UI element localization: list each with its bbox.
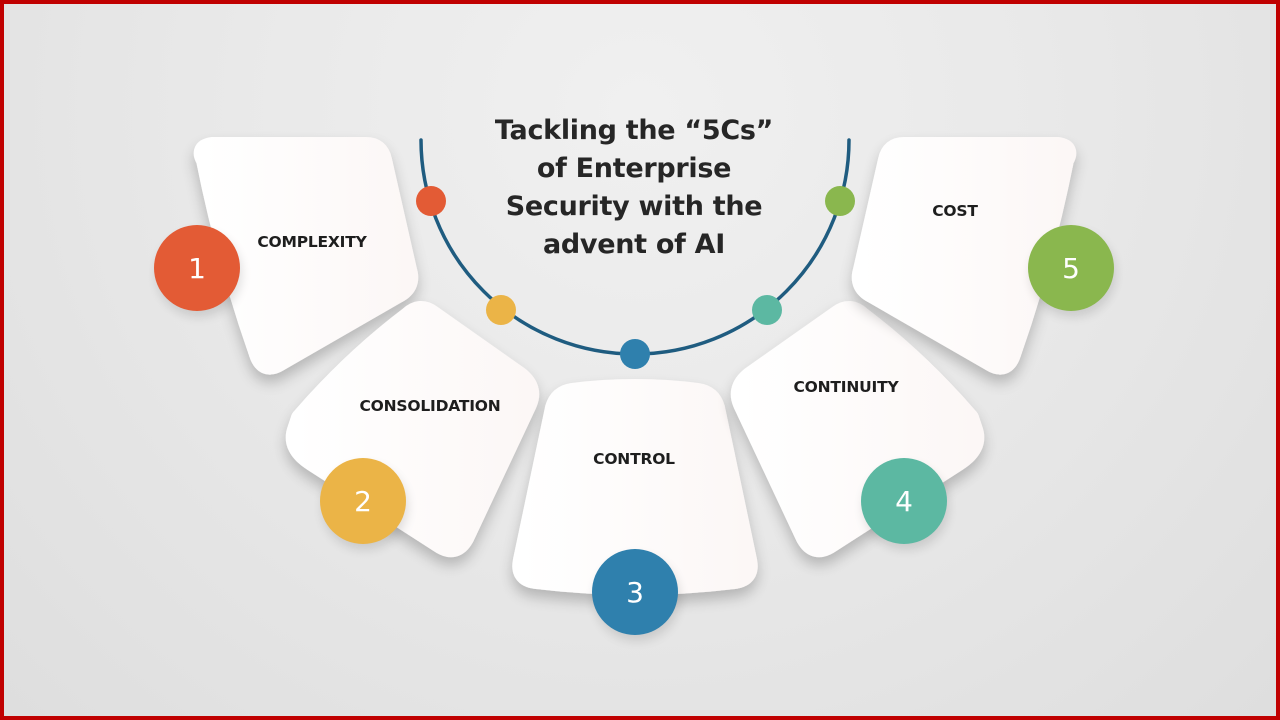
title-line: Tackling the “5Cs” xyxy=(494,115,774,146)
item-label-complexity: COMPLEXITY xyxy=(257,233,367,251)
item-label-cost: COST xyxy=(932,202,978,220)
number-badge-1: 1 xyxy=(154,225,240,311)
number-badge-3: 3 xyxy=(592,549,678,635)
number-badge-2: 2 xyxy=(320,458,406,544)
diagram-title: Tackling the “5Cs” of Enterprise Securit… xyxy=(459,112,809,264)
title-line: advent of AI xyxy=(542,229,726,260)
arc-dot-4 xyxy=(752,295,782,325)
title-line: of Enterprise xyxy=(536,153,732,184)
number-badge-5: 5 xyxy=(1028,225,1114,311)
arc-dot-5 xyxy=(825,186,855,216)
arc-dot-3 xyxy=(620,339,650,369)
arc-dot-2 xyxy=(486,295,516,325)
item-label-consolidation: CONSOLIDATION xyxy=(359,397,501,415)
number-badge-4: 4 xyxy=(861,458,947,544)
item-label-continuity: CONTINUITY xyxy=(793,378,899,396)
title-line: Security with the xyxy=(505,191,763,222)
arc-dot-1 xyxy=(416,186,446,216)
item-label-control: CONTROL xyxy=(593,450,675,468)
card-3 xyxy=(512,379,758,595)
